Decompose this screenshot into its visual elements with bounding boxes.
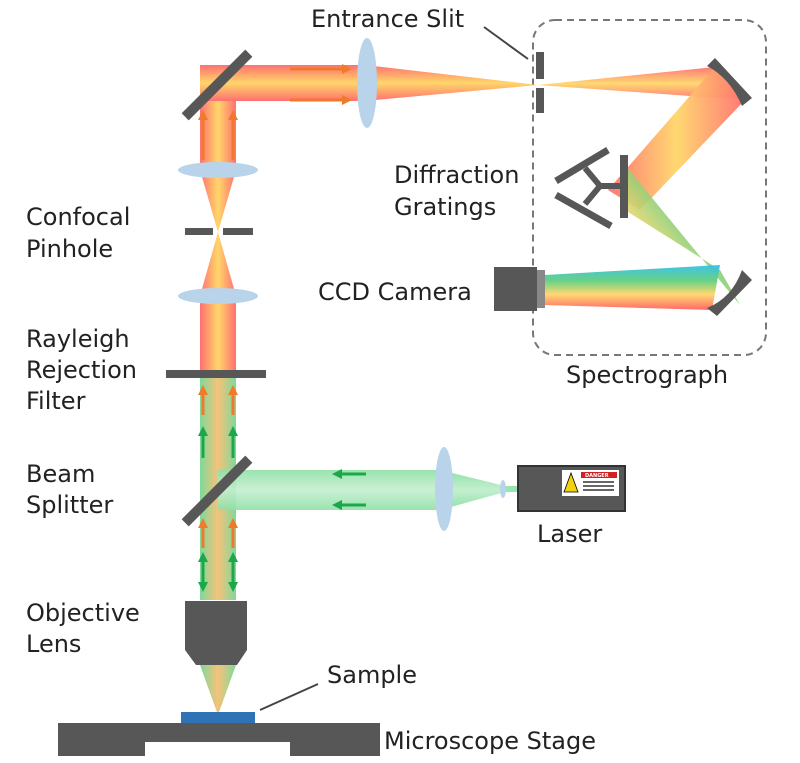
- diffraction-gratings: [554, 146, 628, 230]
- label-rayleigh-2: Rejection: [26, 356, 137, 384]
- confocal-pinhole-left: [185, 228, 213, 235]
- beam-splitter: [181, 455, 253, 527]
- confocal-pinhole-right: [223, 228, 253, 235]
- label-sample: Sample: [327, 661, 417, 689]
- spectrum-beam: [545, 265, 720, 310]
- spectrograph-mirror-top: [707, 58, 752, 106]
- fold-mirror: [181, 49, 253, 121]
- laser-beam-narrow: [505, 486, 520, 492]
- pinhole-lens-bottom: [178, 288, 258, 304]
- ccd-camera: [494, 267, 537, 311]
- ccd-sensor: [537, 270, 545, 308]
- danger-band: [581, 472, 617, 478]
- sample: [181, 712, 255, 723]
- label-diffraction-2: Gratings: [394, 193, 496, 221]
- label-objective-1: Objective: [26, 599, 140, 627]
- entrance-slit-top: [536, 52, 544, 79]
- objective-lens: [185, 601, 247, 665]
- focusing-lens: [357, 38, 377, 128]
- microscope-stage: [58, 723, 380, 756]
- raman-beam-focus: [365, 65, 538, 101]
- label-objective-2: Lens: [26, 630, 81, 658]
- collimated-beam: [608, 67, 745, 210]
- raman-beam-slit-to-mirror: [538, 67, 745, 100]
- label-beam-2: Splitter: [26, 491, 113, 519]
- pinhole-cone-bottom: [200, 232, 236, 296]
- label-entrance-slit: Entrance Slit: [311, 5, 464, 33]
- spectrograph-mirror-bottom: [707, 270, 752, 316]
- laser-lens-large: [435, 447, 453, 531]
- sample-pointer: [259, 683, 319, 711]
- label-beam-1: Beam: [26, 460, 95, 488]
- label-rayleigh-1: Rayleigh: [26, 325, 130, 353]
- pinhole-lens-top: [178, 162, 258, 178]
- label-laser: Laser: [537, 520, 602, 548]
- laser-arrows: [198, 426, 366, 592]
- label-microscope-stage: Microscope Stage: [384, 727, 596, 755]
- entrance-slit-bottom: [536, 88, 544, 113]
- laser-beam: [218, 470, 440, 510]
- label-rayleigh-3: Filter: [26, 387, 86, 415]
- pinhole-cone-top: [200, 170, 236, 232]
- danger-text: DANGER: [585, 473, 609, 479]
- spectrograph-box: [532, 19, 767, 356]
- entrance-slit-pointer: [483, 26, 529, 60]
- label-confocal-1: Confocal: [26, 203, 130, 231]
- laser-hazard-icon: [563, 471, 579, 493]
- raman-arrows: [198, 64, 352, 548]
- raman-beam-lower: [200, 296, 236, 374]
- rayleigh-filter: [166, 370, 266, 378]
- label-spectrograph: Spectrograph: [566, 361, 728, 389]
- objective-cone: [200, 665, 236, 715]
- laser-lens-small: [500, 480, 506, 498]
- label-diffraction-1: Diffraction: [394, 161, 519, 189]
- label-ccd-camera: CCD Camera: [318, 278, 472, 306]
- laser-beam-expander: [440, 470, 505, 510]
- label-confocal-2: Pinhole: [26, 235, 113, 263]
